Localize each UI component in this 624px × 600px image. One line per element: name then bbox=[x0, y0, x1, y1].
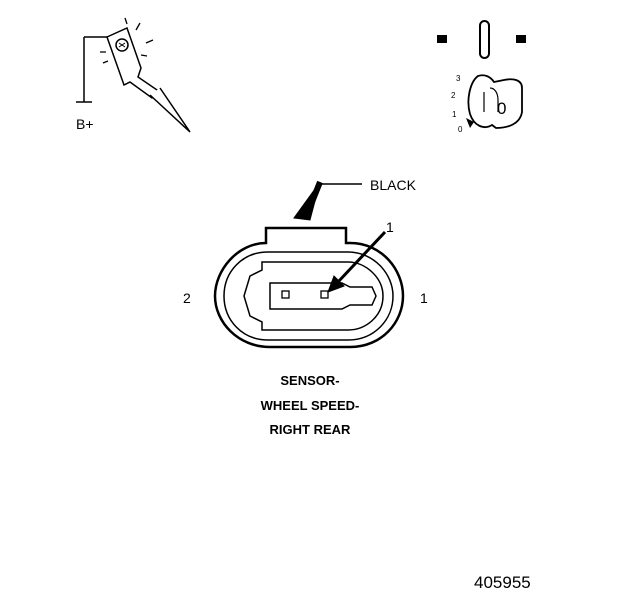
figure-number: 405955 bbox=[474, 573, 531, 592]
key-position-pointer bbox=[466, 118, 474, 128]
terminal-callout-number: 1 bbox=[386, 219, 394, 235]
connector-title-line-1: SENSOR- bbox=[280, 373, 339, 388]
test-light-probe bbox=[76, 17, 191, 133]
b-plus-label: B+ bbox=[76, 116, 94, 132]
connector-cavity bbox=[243, 261, 384, 331]
key-slot-icon bbox=[479, 20, 490, 59]
wheel-speed-sensor-connector bbox=[213, 226, 405, 349]
terminal-callout-leader bbox=[336, 230, 387, 284]
light-rays-icon bbox=[100, 17, 154, 64]
ignition-position-1: 1 bbox=[452, 110, 457, 119]
switch-marker-right bbox=[516, 35, 526, 43]
ignition-position-3: 3 bbox=[456, 74, 461, 83]
probe-tip bbox=[149, 87, 191, 133]
connector-title-line-2: WHEEL SPEED- bbox=[261, 398, 360, 413]
ignition-position-0: 0 bbox=[458, 125, 463, 134]
ignition-switch bbox=[437, 20, 526, 129]
color-callout bbox=[293, 180, 362, 221]
probe-body bbox=[106, 26, 162, 99]
probe-bulb-icon bbox=[115, 38, 129, 52]
ignition-key-icon bbox=[467, 74, 523, 129]
terminal-callout bbox=[327, 230, 387, 293]
connector-title-line-3: RIGHT REAR bbox=[270, 422, 352, 437]
terminal-callout-arrowhead bbox=[327, 275, 345, 293]
connector-inner-seal bbox=[223, 251, 394, 341]
pin-label-right: 1 bbox=[420, 290, 428, 306]
ignition-key-label: 0 bbox=[497, 99, 506, 118]
switch-marker-left bbox=[437, 35, 447, 43]
pin-label-left: 2 bbox=[183, 290, 191, 306]
ignition-position-2: 2 bbox=[451, 91, 456, 100]
connector-color-label: BLACK bbox=[370, 177, 417, 193]
terminal-1 bbox=[320, 290, 329, 299]
terminal-2 bbox=[281, 290, 290, 299]
connector-outer-shell bbox=[213, 226, 405, 349]
terminal-carrier bbox=[269, 282, 377, 310]
